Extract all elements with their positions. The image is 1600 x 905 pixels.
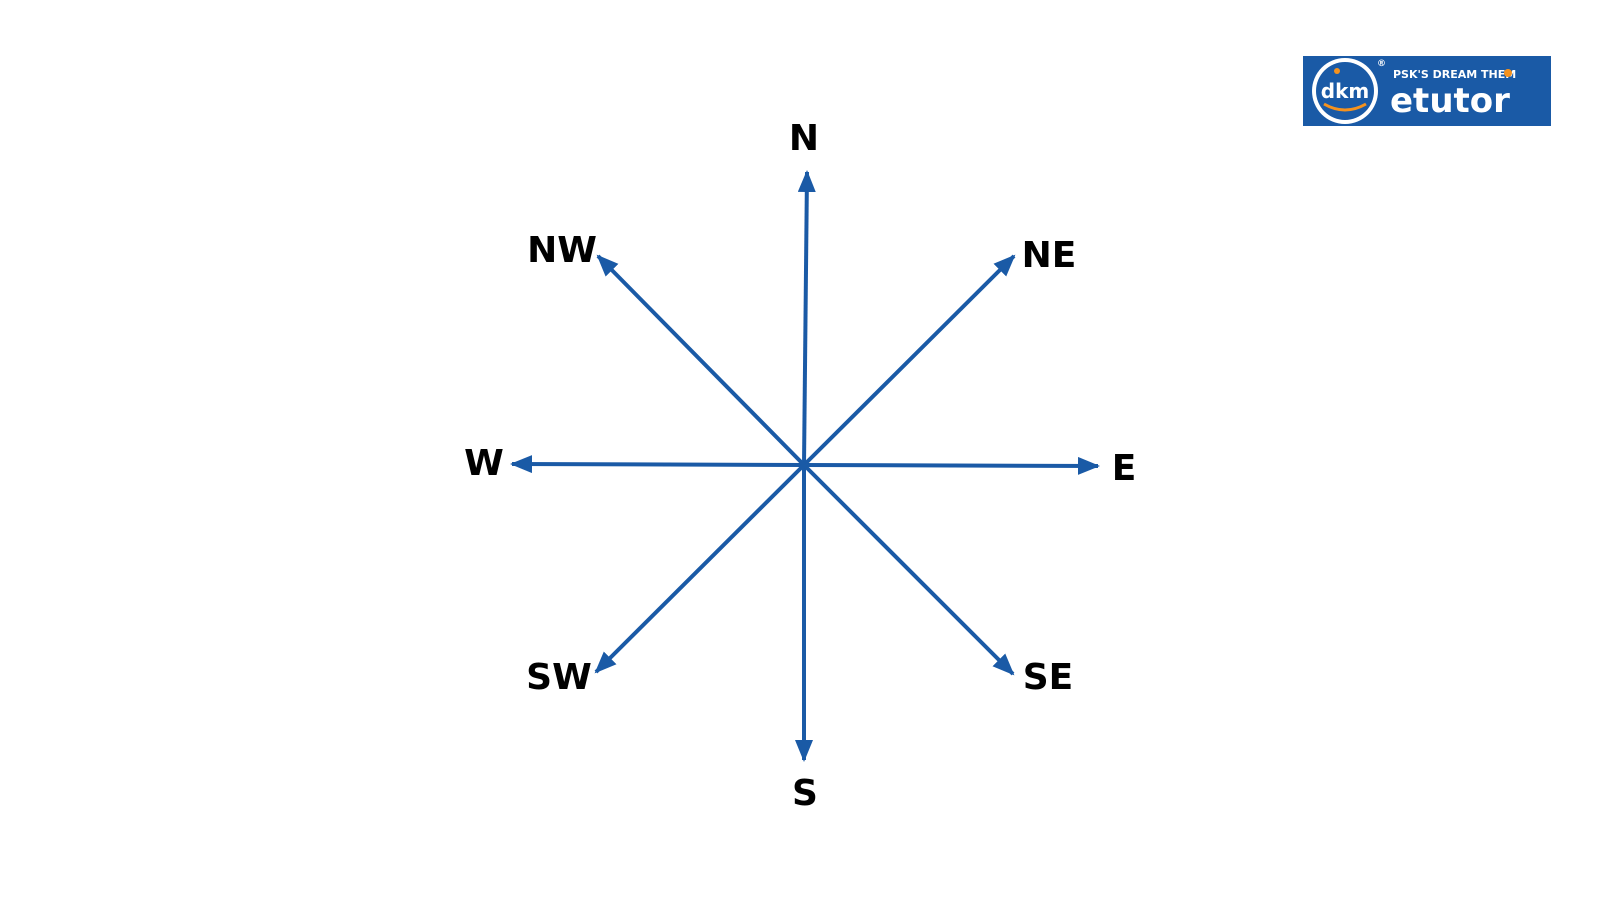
arrow-northwest [596,254,806,467]
label-west: W [464,443,504,484]
arrow-west [510,455,805,474]
brand-logo: dkm ® PSK'S DREAM THEM etutor [1303,56,1551,126]
arrow-northeast [802,254,1016,467]
logo-badge [1316,62,1374,120]
label-northwest: NW [527,230,597,271]
logo-tagline: PSK'S DREAM THEM [1393,68,1516,81]
logo-brand-text: etutor [1390,81,1510,121]
logo-swoosh-icon [1323,102,1367,112]
label-northeast: NE [1022,235,1077,276]
arrow-southeast [802,463,1015,676]
label-southeast: SE [1023,657,1074,698]
logo-star-icon [1334,68,1340,74]
logo-registered-mark: ® [1377,59,1386,69]
logo-brand-dot-icon [1504,69,1512,77]
label-east: E [1112,448,1137,489]
arrow-north [797,170,816,466]
logo-badge-text: dkm [1321,79,1369,103]
arrow-east [803,456,1100,475]
label-southwest: SW [526,657,592,698]
label-north: N [789,118,819,159]
arrow-southwest [594,463,806,674]
label-south: S [792,773,818,814]
